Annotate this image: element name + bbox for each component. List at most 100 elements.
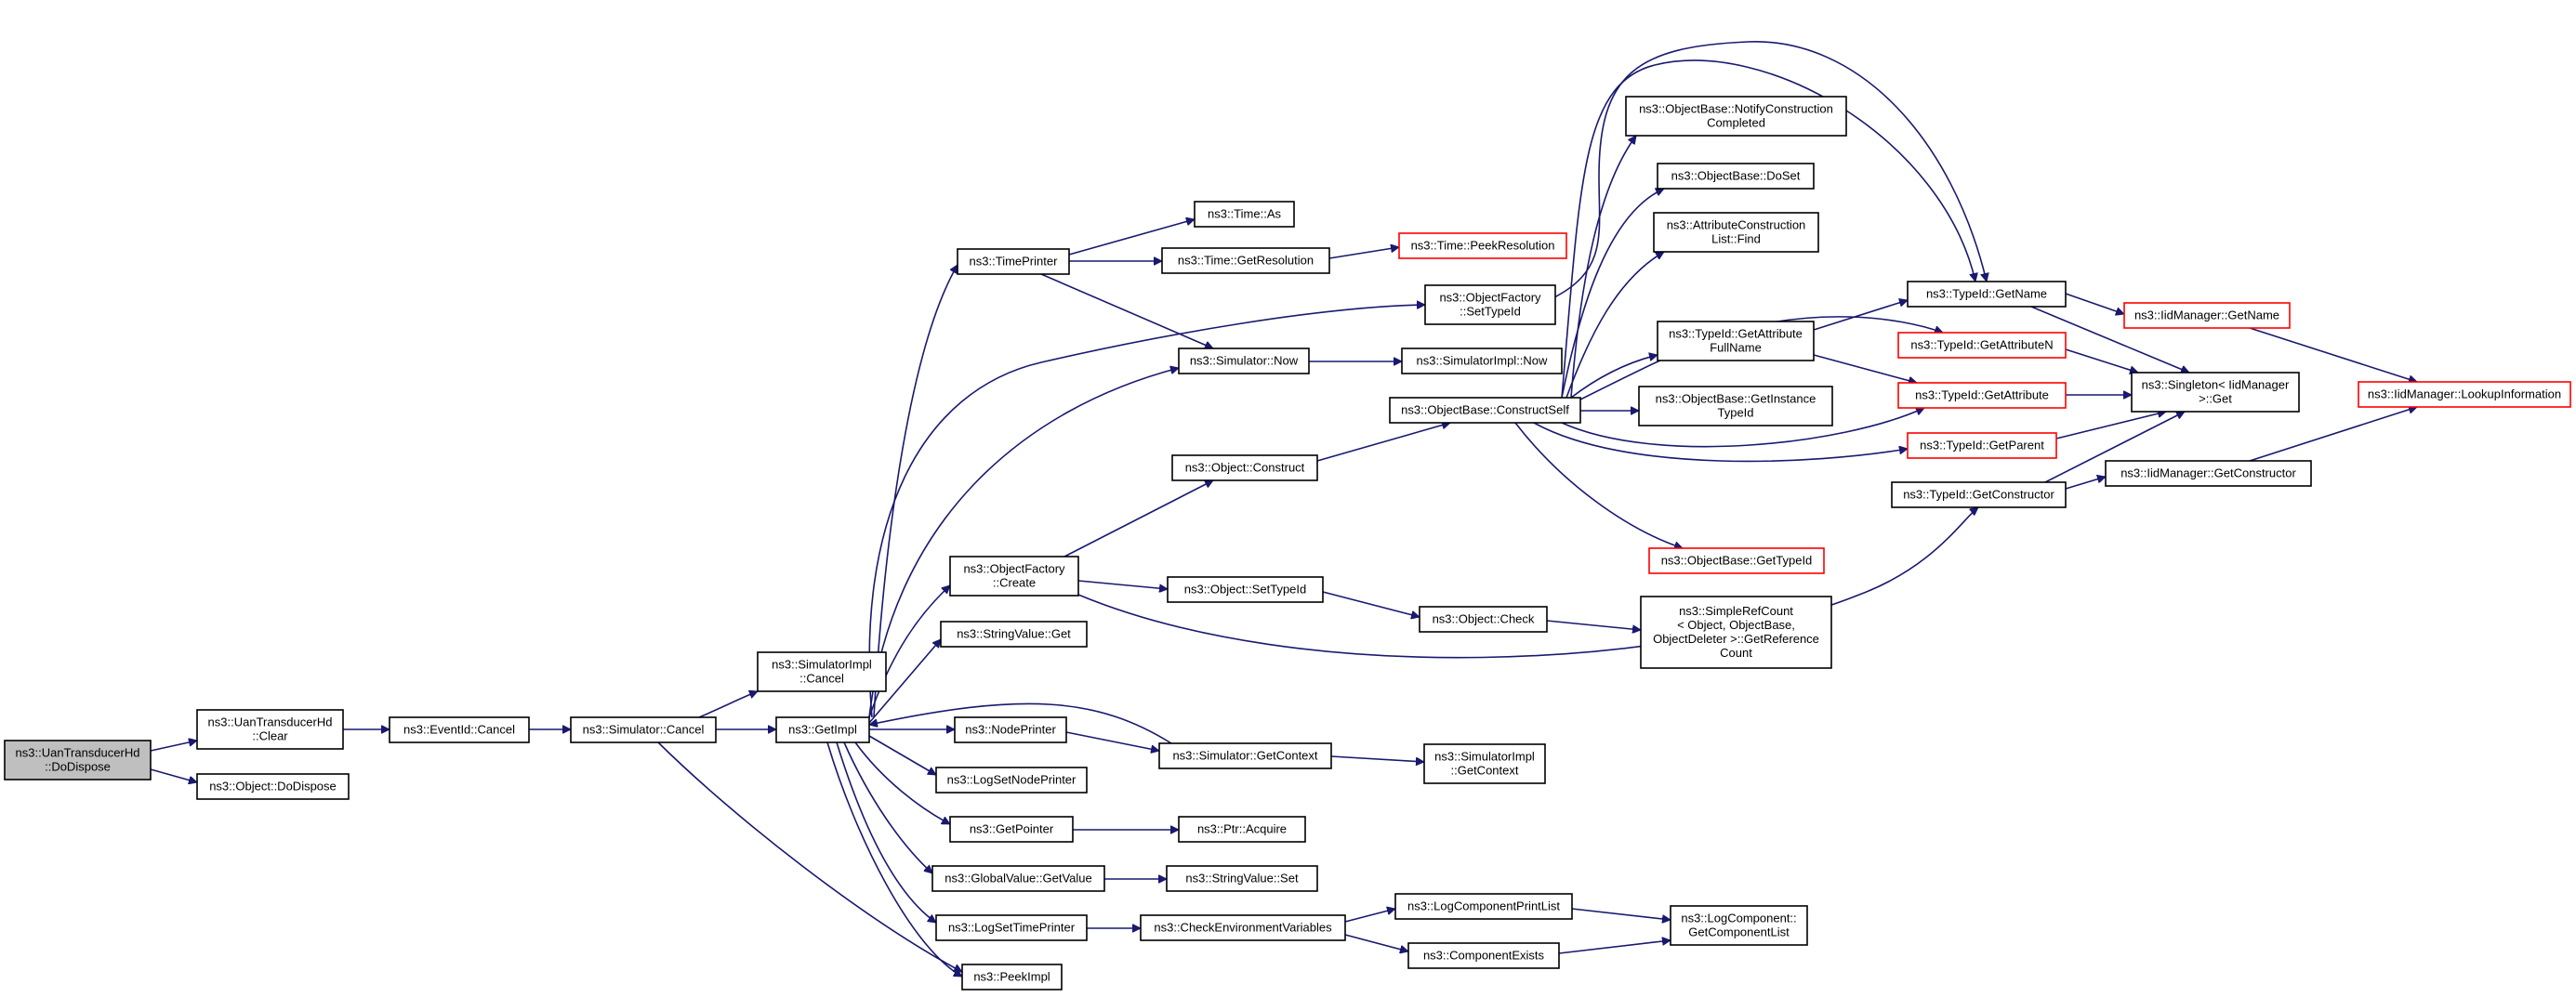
- node-tidgetname[interactable]: ns3::TypeId::GetName: [1907, 281, 2067, 308]
- node-box: [2358, 381, 2571, 408]
- node-getres[interactable]: ns3::Time::GetResolution: [1161, 247, 1330, 274]
- node-box: [196, 709, 344, 750]
- node-logcompprint[interactable]: ns3::LogComponentPrintList: [1394, 893, 1573, 920]
- node-label: GetComponentList: [1688, 925, 1790, 939]
- edge-getimpl-to-gvgetvalue: [843, 741, 932, 873]
- node-compexists[interactable]: ns3::ComponentExists: [1407, 942, 1560, 969]
- node-label: ns3::Object::SetTypeId: [1184, 583, 1307, 597]
- node-getimpl[interactable]: ns3::GetImpl: [775, 716, 870, 743]
- node-box: [1638, 386, 1833, 426]
- node-label: ns3::IidManager::LookupInformation: [2368, 387, 2561, 401]
- node-label: ns3::TypeId::GetAttribute: [1669, 327, 1803, 341]
- node-simnow[interactable]: ns3::Simulator::Now: [1178, 348, 1310, 374]
- edge-simcancel-to-implcancel: [698, 691, 758, 718]
- edge-getimpl-to-getpointer: [854, 741, 950, 825]
- node-logsettime[interactable]: ns3::LogSetTimePrinter: [935, 914, 1088, 941]
- node-getpointer[interactable]: ns3::GetPointer: [949, 816, 1074, 843]
- node-objcheck[interactable]: ns3::Object::Check: [1419, 606, 1548, 633]
- node-gvgetvalue[interactable]: ns3::GlobalValue::GetValue: [931, 865, 1105, 892]
- edge-constructself-to-tidgetname: [1561, 59, 1975, 399]
- node-logsetnode[interactable]: ns3::LogSetNodePrinter: [935, 767, 1088, 794]
- node-box: [1401, 348, 1563, 374]
- node-label: >::Get: [2199, 392, 2232, 406]
- node-label: < Object, ObjectBase,: [1677, 618, 1795, 632]
- node-label: ::GetContext: [1451, 764, 1519, 778]
- node-box: [954, 716, 1067, 743]
- node-peekres[interactable]: ns3::Time::PeekResolution: [1398, 232, 1567, 259]
- node-label: ns3::IidManager::GetConstructor: [2120, 466, 2296, 480]
- node-checkenv[interactable]: ns3::CheckEnvironmentVariables: [1140, 914, 1346, 941]
- node-box: [196, 773, 350, 800]
- node-label: ns3::ObjectFactory: [1439, 291, 1541, 305]
- node-tidgetattr[interactable]: ns3::TypeId::GetAttribute: [1897, 382, 2067, 409]
- node-ofcreate[interactable]: ns3::ObjectFactory::Create: [949, 556, 1079, 597]
- node-label: ns3::TypeId::GetAttribute: [1915, 388, 2049, 402]
- node-tidgetparent[interactable]: ns3::TypeId::GetParent: [1907, 432, 2057, 459]
- edge-getattrfull-to-tidgetname: [1813, 300, 1908, 331]
- node-iidgetctor[interactable]: ns3::IidManager::GetConstructor: [2105, 460, 2312, 487]
- node-label: ns3::ObjectBase::NotifyConstruction: [1639, 102, 1833, 116]
- node-peekimpl[interactable]: ns3::PeekImpl: [961, 964, 1063, 990]
- node-obgettid[interactable]: ns3::ObjectBase::GetTypeId: [1648, 547, 1825, 574]
- node-singleton[interactable]: ns3::Singleton< IidManager>::Get: [2131, 372, 2300, 413]
- node-label: List::Find: [1711, 232, 1761, 246]
- node-objconstruct[interactable]: ns3::Object::Construct: [1171, 454, 1318, 481]
- node-srefcount[interactable]: ns3::SimpleRefCount< Object, ObjectBase,…: [1640, 596, 1832, 669]
- node-box: [1625, 96, 1847, 137]
- node-timeprinter[interactable]: ns3::TimePrinter: [957, 248, 1070, 275]
- edge-timeprinter-to-simnow: [1040, 273, 1213, 348]
- node-constructself[interactable]: ns3::ObjectBase::ConstructSelf: [1389, 397, 1581, 424]
- node-simcancel[interactable]: ns3::Simulator::Cancel: [570, 716, 717, 743]
- edge-getimpl-to-logsetnode: [868, 735, 936, 776]
- node-ptracquire[interactable]: ns3::Ptr::Acquire: [1178, 816, 1306, 843]
- node-doset[interactable]: ns3::ObjectBase::DoSet: [1657, 163, 1815, 190]
- edge-dispose-to-clear: [150, 741, 197, 752]
- node-label: ns3::StringValue::Get: [957, 627, 1071, 641]
- node-label: ns3::PeekImpl: [973, 970, 1050, 984]
- edge-ofsettid-to-tidgetname: [1553, 41, 1987, 298]
- node-box: [949, 816, 1074, 843]
- node-label: ns3::TypeId::GetConstructor: [1903, 488, 2054, 502]
- edge-timeprinter-to-timeas: [1068, 219, 1195, 256]
- node-implgetctx[interactable]: ns3::SimulatorImpl::GetContext: [1423, 743, 1546, 784]
- node-label: ::DoDispose: [45, 760, 111, 774]
- node-label: ns3::ObjectBase::DoSet: [1671, 169, 1801, 183]
- node-strset[interactable]: ns3::StringValue::Set: [1166, 865, 1318, 892]
- node-ofsettid[interactable]: ns3::ObjectFactory::SetTypeId: [1424, 284, 1556, 325]
- node-label: ns3::Object::Construct: [1185, 461, 1305, 475]
- node-simgetctx[interactable]: ns3::Simulator::GetContext: [1158, 742, 1332, 769]
- node-evcancel[interactable]: ns3::EventId::Cancel: [389, 716, 530, 743]
- node-tidgetctor[interactable]: ns3::TypeId::GetConstructor: [1891, 481, 2067, 508]
- node-getcomplist[interactable]: ns3::LogComponent::GetComponentList: [1670, 905, 1808, 946]
- node-iidgetname[interactable]: ns3::IidManager::GetName: [2123, 302, 2291, 329]
- node-objsettid[interactable]: ns3::Object::SetTypeId: [1167, 576, 1324, 603]
- node-box: [2131, 372, 2300, 413]
- node-iidlookup[interactable]: ns3::IidManager::LookupInformation: [2358, 381, 2571, 408]
- node-box: [1161, 247, 1330, 274]
- node-label: ns3::StringValue::Set: [1185, 872, 1299, 885]
- node-label: ns3::SimpleRefCount: [1679, 604, 1793, 618]
- node-nodeprinter[interactable]: ns3::NodePrinter: [954, 716, 1067, 743]
- node-dispose[interactable]: ns3::UanTransducerHd::DoDispose: [4, 740, 152, 781]
- node-label: ns3::Time::PeekResolution: [1411, 239, 1555, 253]
- node-timeas[interactable]: ns3::Time::As: [1194, 201, 1295, 228]
- node-objdispose[interactable]: ns3::Object::DoDispose: [196, 773, 350, 800]
- edge-constructself-to-notifyconst: [1570, 136, 1637, 399]
- node-notifyconst[interactable]: ns3::ObjectBase::NotifyConstructionCompl…: [1625, 96, 1847, 137]
- node-label: ns3::GlobalValue::GetValue: [945, 872, 1092, 885]
- node-label: ns3::TimePrinter: [970, 255, 1059, 269]
- edge-tidgetctor-to-iidgetctor: [2065, 477, 2106, 490]
- node-strget[interactable]: ns3::StringValue::Get: [940, 621, 1088, 648]
- node-box: [1140, 914, 1346, 941]
- node-clear[interactable]: ns3::UanTransducerHd::Clear: [196, 709, 344, 750]
- node-implnow[interactable]: ns3::SimulatorImpl::Now: [1401, 348, 1563, 374]
- node-label: ns3::Ptr::Acquire: [1197, 822, 1287, 836]
- node-label: ns3::ObjectBase::GetTypeId: [1661, 554, 1813, 568]
- node-label: ns3::ComponentExists: [1423, 949, 1545, 963]
- node-label: ns3::GetImpl: [788, 723, 857, 737]
- node-implcancel[interactable]: ns3::SimulatorImpl::Cancel: [757, 651, 887, 692]
- node-tidgetattrn[interactable]: ns3::TypeId::GetAttributeN: [1897, 332, 2067, 359]
